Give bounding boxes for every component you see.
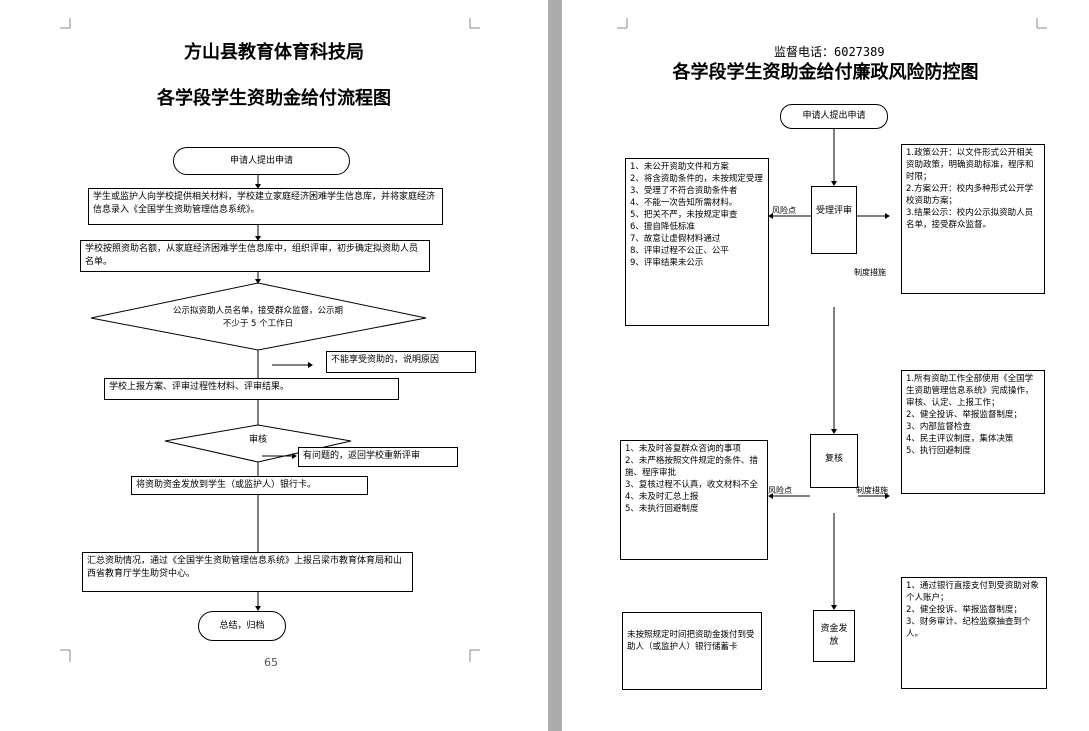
corner-mark-br: [469, 649, 480, 662]
node-recheck: 复核: [810, 434, 858, 488]
right-page: 监督电话：6027389 各学段学生资助金给付廉政风险防控图 申请人提出申请 1…: [562, 0, 1089, 731]
risk-points-accept: 1、未公开资助文件和方案 2、将含资助条件的，未按规定受理 3、受理了不符合资助…: [625, 158, 769, 326]
node-not-eligible: 不能享受资助的，说明原因: [326, 351, 476, 373]
risk-points-recheck: 1、未及时答复群众咨询的事项 2、未严格按照文件规定的条件、措施、程序审批 3、…: [620, 440, 768, 560]
corner-mark-tr: [469, 18, 480, 29]
label-measure-2: 制度措施: [856, 486, 888, 495]
node-school-report: 学校上报方案、评审过程性材料、评审结果。: [104, 378, 399, 400]
node-end: 总结，归档: [198, 611, 286, 641]
node-accept-review: 受理评审: [811, 186, 857, 254]
left-title-agency: 方山县教育体育科技局: [184, 42, 364, 63]
corner-mark-tr: [1036, 18, 1047, 29]
measures-recheck: 1.所有资助工作全部使用《全国学生资助管理信息系统》完成操作，审核、认定、上报工…: [901, 370, 1045, 494]
label-measure-1: 制度措施: [854, 268, 886, 277]
risk-points-payment: 未按照规定时间把资助金拨付到受助人（或监护人）银行储蓄卡: [622, 612, 762, 690]
diamond-review-text: 审核: [248, 435, 267, 445]
measures-payment: 1、通过银行直接支付到受资助对象个人账户； 2、健全投诉、举报监督制度； 3、财…: [901, 577, 1047, 689]
measures-accept: 1.政策公开：以文件形式公开相关资助政策，明确资助标准，程序和时限； 2.方案公…: [901, 144, 1045, 294]
label-risk-point-2: 风险点: [768, 486, 792, 495]
page-number: 65: [264, 656, 278, 669]
node-apply: 申请人提出申请: [780, 104, 888, 129]
supervision-phone: 监督电话：6027389: [774, 45, 885, 59]
node-return-review: 有问题的，返回学校重新评审: [298, 447, 458, 467]
right-title: 各学段学生资助金给付廉政风险防控图: [672, 62, 979, 83]
left-title-flowchart: 各学段学生资助金给付流程图: [157, 88, 391, 109]
node-fund-payment: 资金发放: [813, 610, 855, 662]
node-start: 申请人提出申请: [173, 147, 350, 175]
node-initial-review: 学校按照资助名额，从家庭经济困难学生信息库中，组织评审，初步确定拟资助人员名单。: [80, 240, 430, 272]
node-submit-materials: 学生或监护人向学校提供相关材料，学校建立家庭经济困难学生信息库，并将家庭经济信息…: [88, 188, 443, 225]
node-disburse-funds: 将资助资金发放到学生（或监护人）银行卡。: [131, 476, 368, 495]
corner-mark-tl: [617, 18, 628, 29]
corner-mark-bl: [60, 649, 71, 662]
diamond-publicity-text: 公示拟资助人员名单，接受群众监督，公示期不少于 5 个工作日: [172, 306, 343, 329]
corner-mark-tl: [60, 18, 71, 29]
node-summary-report: 汇总资助情况，通过《全国学生资助管理信息系统》上报吕梁市教育体育局和山西省教育厅…: [82, 552, 413, 592]
left-page: 方山县教育体育科技局 各学段学生资助金给付流程图 申请人提出申请 学生或监护人向…: [0, 0, 548, 731]
label-risk-point-1: 风险点: [772, 206, 796, 215]
